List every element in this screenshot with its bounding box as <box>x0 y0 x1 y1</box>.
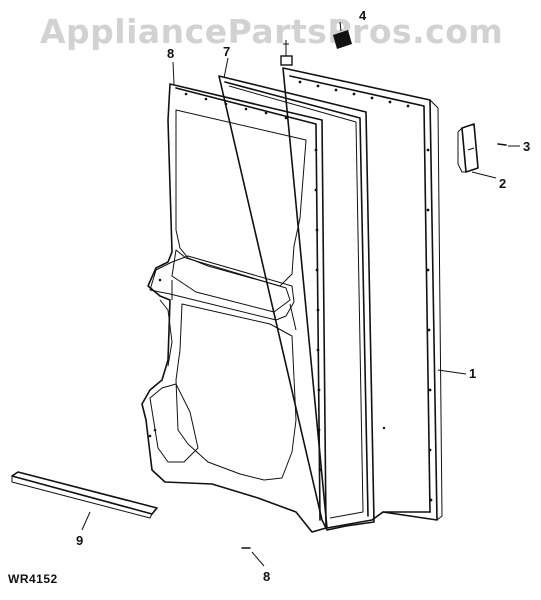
breaker-strip <box>11 471 158 531</box>
door-liner <box>141 83 327 533</box>
liner-screw <box>241 547 265 567</box>
door-gasket <box>218 75 375 531</box>
callout-8-bottom: 8 <box>263 569 271 584</box>
door-outer-panel <box>282 67 443 529</box>
callout-7: 7 <box>223 44 231 59</box>
callout-4: 4 <box>359 8 367 23</box>
handle <box>457 123 497 179</box>
callout-9: 9 <box>76 533 84 548</box>
hinge-pin-cover <box>333 21 352 49</box>
callout-3: 3 <box>523 139 531 154</box>
hinge-bushing <box>280 40 293 66</box>
watermark-text: AppliancePartsPros.com <box>40 12 504 51</box>
leader-lines <box>172 57 467 375</box>
callout-1: 1 <box>469 366 477 381</box>
handle-screw <box>497 143 520 147</box>
callout-2: 2 <box>499 176 507 191</box>
callout-8-top: 8 <box>167 46 175 61</box>
figure-code: WR4152 <box>8 572 58 586</box>
